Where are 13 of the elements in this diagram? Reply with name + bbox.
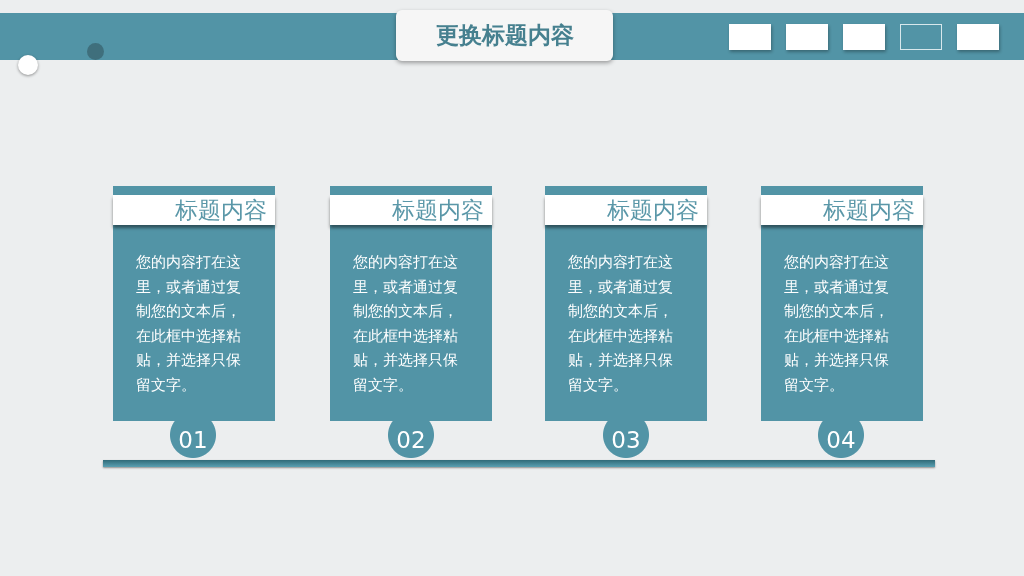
content-card (545, 186, 707, 421)
card-text: 您的内容打在这里，或者通过复制您的文本后，在此框中选择粘贴，并选择只保留文字。 (784, 252, 890, 396)
card-text: 您的内容打在这里，或者通过复制您的文本后，在此框中选择粘贴，并选择只保留文字。 (136, 252, 242, 396)
card-heading: 标题内容 (392, 196, 484, 225)
card-text: 您的内容打在这里，或者通过复制您的文本后，在此框中选择粘贴，并选择只保留文字。 (353, 252, 459, 396)
card-heading: 标题内容 (823, 196, 915, 225)
content-card (113, 186, 275, 421)
card-heading: 标题内容 (175, 196, 267, 225)
content-card (330, 186, 492, 421)
content-card (761, 186, 923, 421)
card-heading: 标题内容 (607, 196, 699, 225)
slide-title: 更换标题内容 (435, 21, 574, 50)
card-text: 您的内容打在这里，或者通过复制您的文本后，在此框中选择粘贴，并选择只保留文字。 (568, 252, 674, 396)
